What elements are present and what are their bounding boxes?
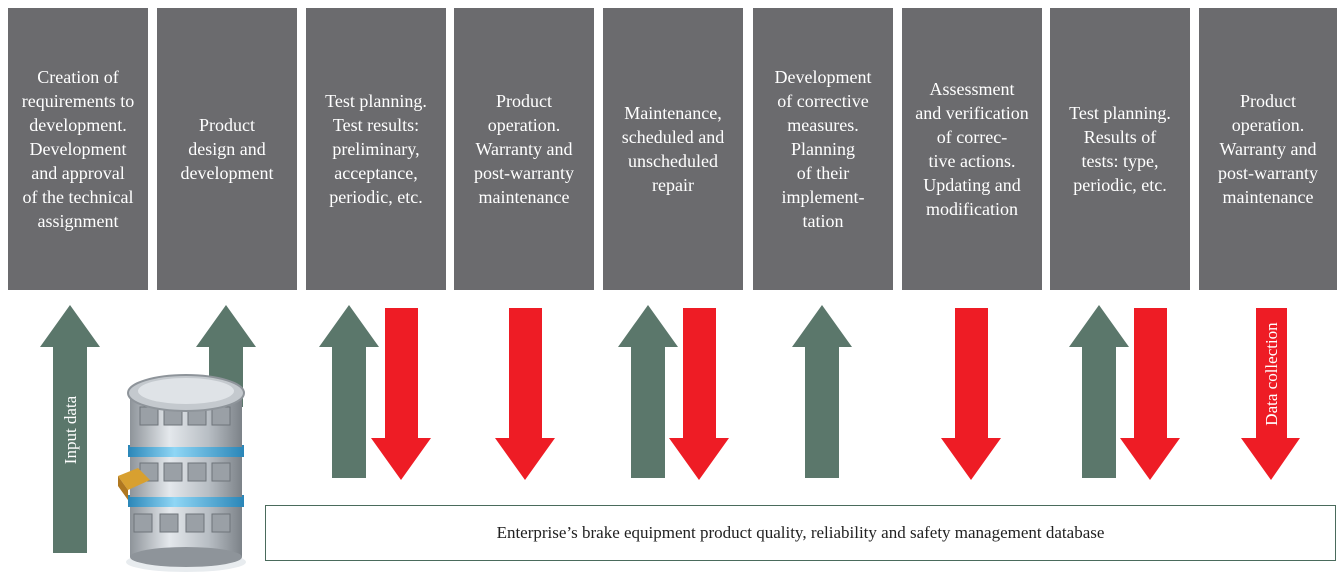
stage-text-4: Product operation. Warranty and post-war…: [474, 91, 574, 207]
up-arrow-3: [319, 305, 379, 478]
stage-text-8: Test planning. Results of tests: type, p…: [1069, 103, 1171, 195]
stage-box-7: Assessment and verification of correc- t…: [902, 8, 1042, 290]
down-arrow-8: [1120, 308, 1180, 480]
stage-box-4: Product operation. Warranty and post-war…: [454, 8, 594, 290]
stage-box-9: Product operation. Warranty and post-war…: [1199, 8, 1337, 290]
database-cylinder-icon: [118, 374, 246, 572]
up-arrow-5: [618, 305, 678, 478]
stage-text-6: Development of corrective measures. Plan…: [774, 67, 872, 231]
stage-text-3: Test planning. Test results: preliminary…: [325, 91, 427, 207]
down-arrow-4: [495, 308, 555, 480]
stage-box-6: Development of corrective measures. Plan…: [753, 8, 893, 290]
stage-text-1: Creation of requirements to development.…: [21, 67, 135, 231]
stage-text-2: Product design and development: [180, 115, 274, 183]
database-label: Enterprise’s brake equipment product qua…: [496, 523, 1105, 542]
stage-text-7: Assessment and verification of correc- t…: [915, 79, 1029, 219]
down-arrow-3: [371, 308, 431, 480]
down-arrow-5: [669, 308, 729, 480]
up-arrow-6: [792, 305, 852, 478]
stage-text-9: Product operation. Warranty and post-war…: [1218, 91, 1318, 207]
stage-box-3: Test planning. Test results: preliminary…: [306, 8, 446, 290]
stage-text-5: Maintenance, scheduled and unscheduled r…: [621, 103, 725, 195]
stage-box-1: Creation of requirements to development.…: [8, 8, 148, 290]
input-up-arrow: [40, 305, 100, 553]
down-arrow-7: [941, 308, 1001, 480]
stage-box-2: Product design and development: [157, 8, 297, 290]
up-arrow-8: [1069, 305, 1129, 478]
stage-box-5: Maintenance, scheduled and unscheduled r…: [603, 8, 743, 290]
data-collection-down-arrow: [1241, 308, 1300, 480]
stage-box-8: Test planning. Results of tests: type, p…: [1050, 8, 1190, 290]
input-data-label: Input data: [61, 395, 80, 464]
database-bar: Enterprise’s brake equipment product qua…: [265, 505, 1336, 561]
data-collection-label: Data collection: [1262, 322, 1281, 426]
